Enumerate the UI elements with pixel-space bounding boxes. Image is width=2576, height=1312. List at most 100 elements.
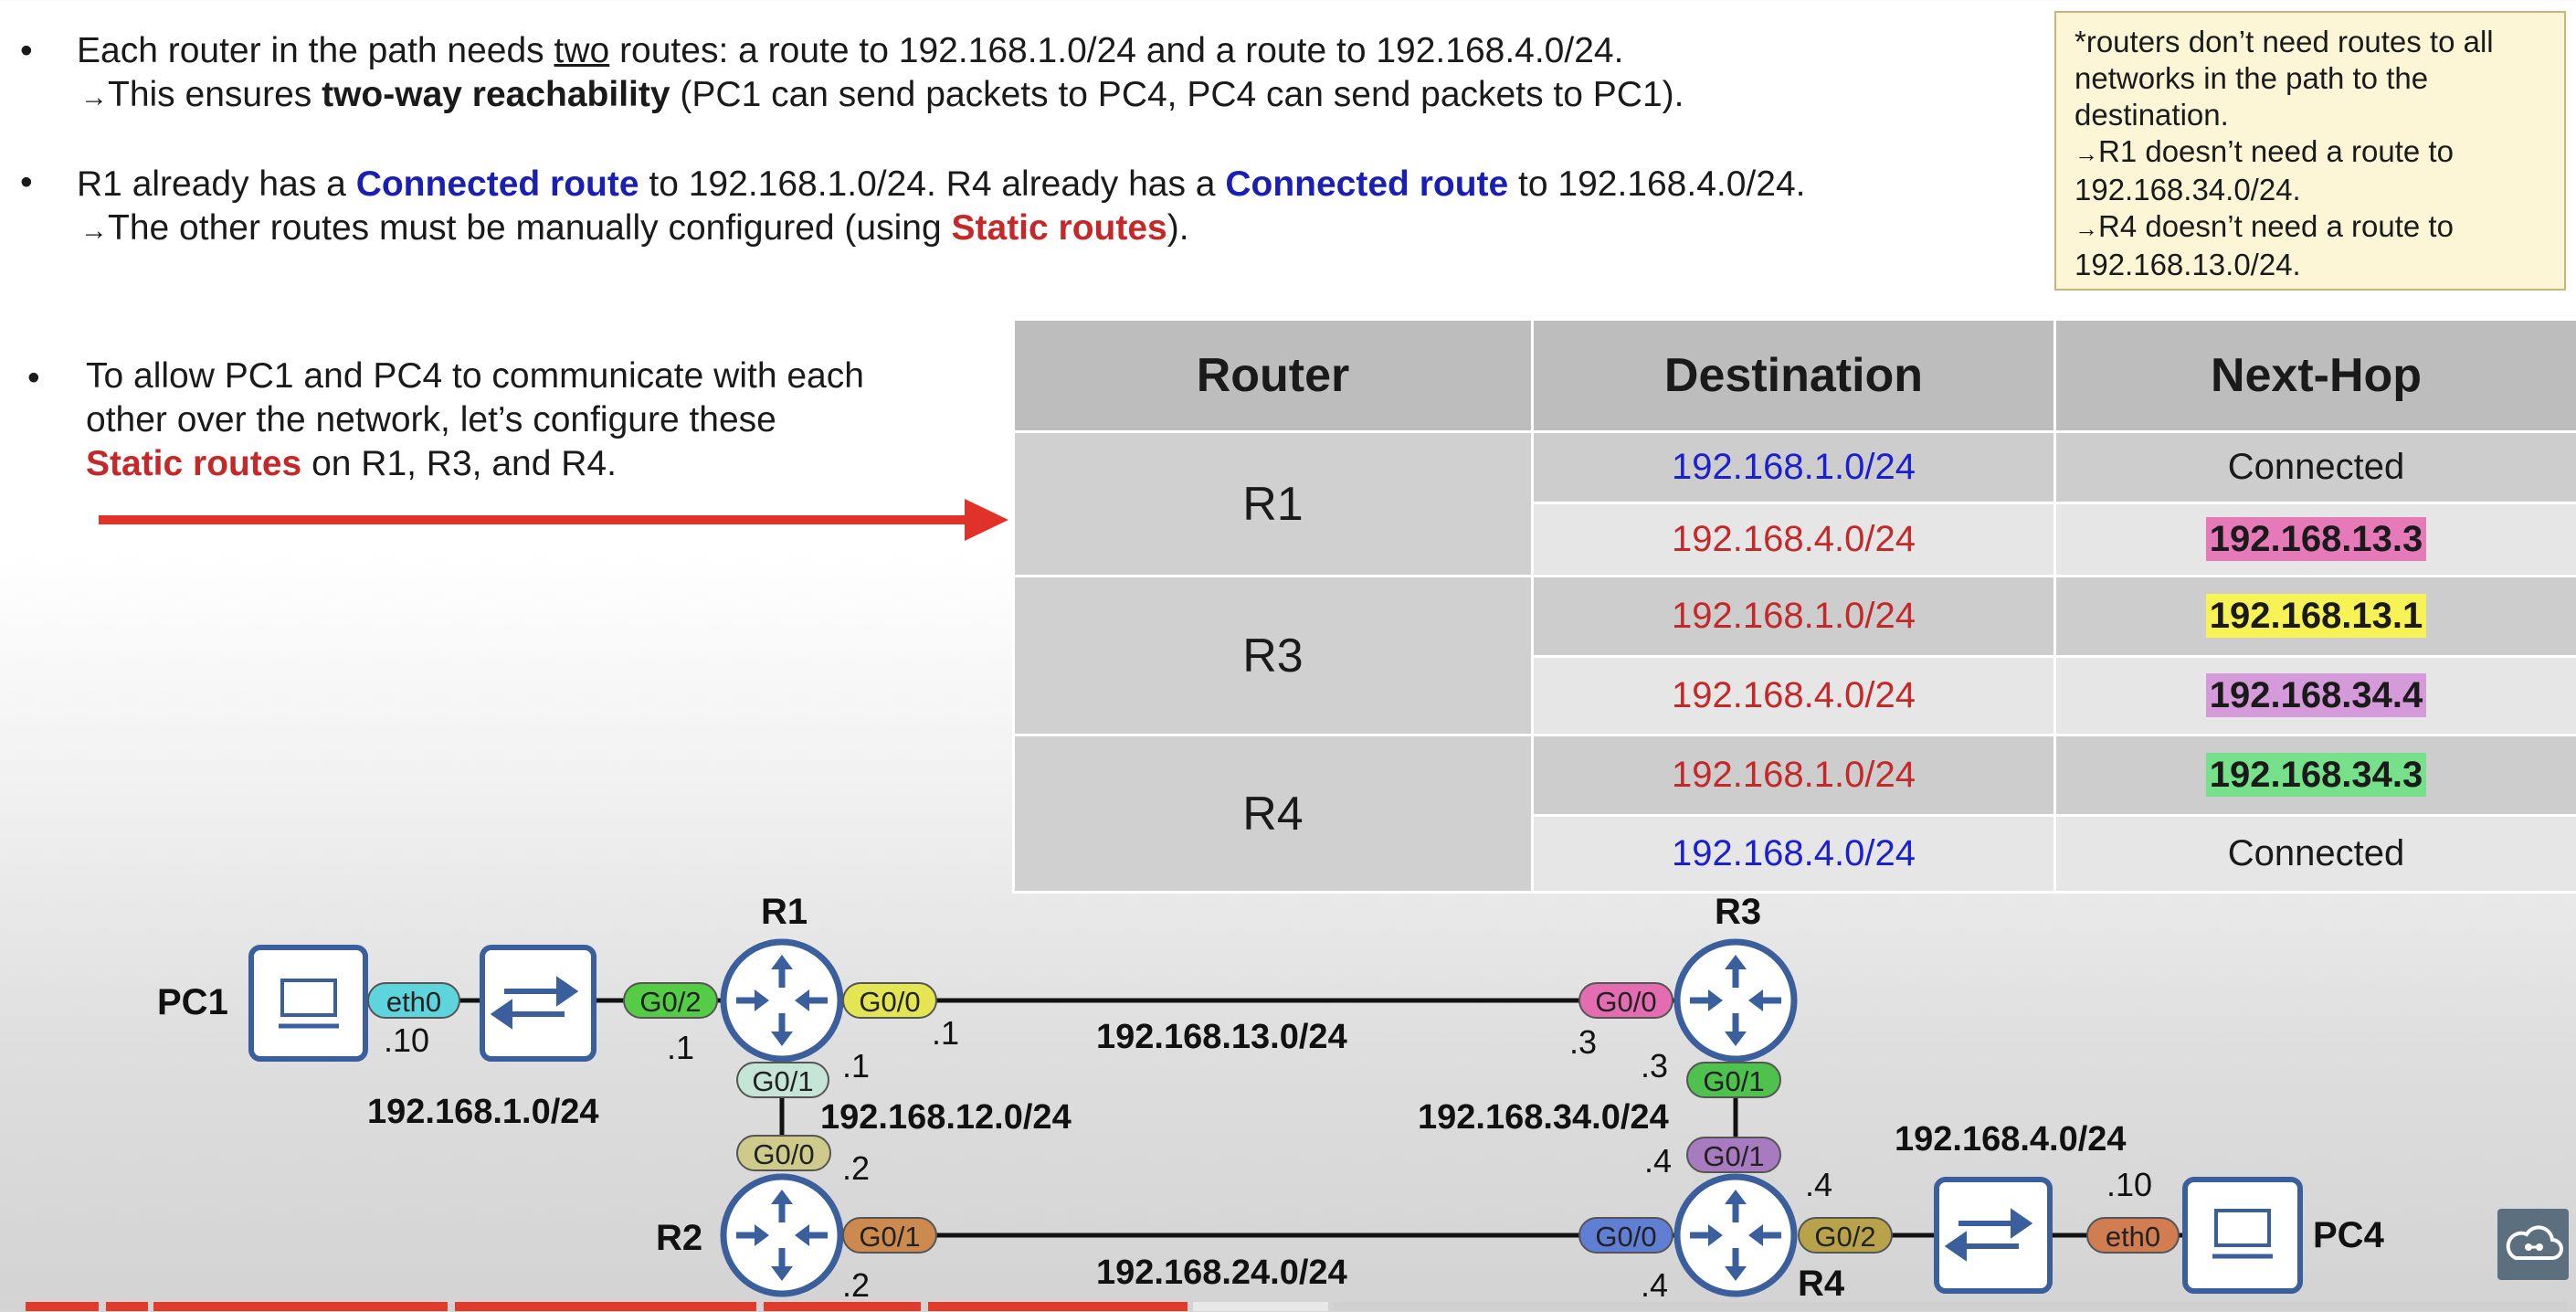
destination-cell: 192.168.1.0/24 [1531, 734, 2056, 817]
bullet-3-text: To allow PC1 and PC4 to communicate with… [86, 354, 864, 486]
bullet-3-line-3-rest: on R1, R3, and R4. [301, 444, 617, 483]
router-cell: R1 [1012, 430, 1534, 577]
r2-g01-ip: .2 [842, 1266, 871, 1304]
router-r3-icon[interactable] [1673, 938, 1798, 1063]
two-way-reachability: two-way reachability [322, 75, 670, 114]
switch-1-icon[interactable] [480, 945, 596, 1062]
bullet-1-c: routes: a route to 192.168.1.0/24 and a … [609, 31, 1624, 70]
pc4-label: PC4 [2313, 1215, 2384, 1255]
video-progress-segment[interactable] [455, 1302, 756, 1311]
connected-route-2: Connected route [1225, 164, 1509, 204]
router-r2-icon[interactable] [720, 1173, 844, 1297]
arrow-icon: → [80, 216, 108, 246]
video-progress-segment[interactable] [928, 1302, 1188, 1311]
r4-label: R4 [1798, 1264, 1845, 1304]
next-hop-value: 192.168.34.3 [2205, 753, 2427, 797]
video-progress-remaining[interactable] [1334, 1302, 2567, 1311]
note-line-4-text: R1 doesn’t need a route to [2098, 134, 2454, 168]
router-r4-icon[interactable] [1673, 1173, 1798, 1297]
bullet-1: • [20, 31, 33, 70]
video-progress-buffered[interactable] [1193, 1302, 1328, 1311]
bullet-2-e: to 192.168.4.0/24. [1508, 164, 1806, 204]
r1-g01-ip: .1 [842, 1047, 871, 1085]
router-r1-icon[interactable] [720, 938, 844, 1063]
pc1-eth0-pill: eth0 [367, 982, 460, 1019]
router-cell: R4 [1012, 734, 1534, 894]
video-progress-segment[interactable] [26, 1302, 99, 1311]
bullet-2-text: R1 already has a Connected route to 192.… [77, 163, 1805, 206]
static-routes-2: Static routes [86, 444, 302, 483]
arrow-icon: → [80, 82, 108, 112]
r3-g00-pill: G0/0 [1578, 982, 1673, 1019]
pc1-icon[interactable] [248, 945, 368, 1062]
r4-g01-ip: .4 [1644, 1142, 1673, 1180]
bullet-3-line-1: To allow PC1 and PC4 to communicate with… [86, 356, 864, 396]
cloud-logo-icon[interactable] [2497, 1209, 2569, 1280]
r1-g00-pill: G0/0 [842, 982, 937, 1019]
r2-label: R2 [656, 1218, 703, 1258]
pc4-icon[interactable] [2182, 1177, 2303, 1294]
network-192-168-13-0: 192.168.13.0/24 [1096, 1018, 1347, 1056]
next-hop-value: 192.168.34.4 [2205, 673, 2427, 717]
bullet-1-sub: →This ensures two-way reachability (PC1 … [80, 73, 1684, 120]
r3-g01-pill: G0/1 [1686, 1062, 1781, 1098]
next-hop-cell: 192.168.34.4 [2053, 655, 2576, 736]
note-line-7: 192.168.13.0/24. [2075, 248, 2301, 281]
r1-g01-pill: G0/1 [736, 1062, 829, 1098]
next-hop-value: 192.168.13.1 [2205, 594, 2427, 638]
video-progress-segment[interactable] [153, 1302, 448, 1311]
arrow-icon: → [2075, 215, 2098, 242]
arrow-icon: → [2075, 140, 2098, 167]
switch-4-icon[interactable] [1934, 1177, 2053, 1294]
bullet-2-sub-c: ). [1167, 208, 1189, 248]
r3-label: R3 [1715, 892, 1762, 932]
r4-g00-pill: G0/0 [1578, 1217, 1673, 1254]
bullet-2-sub-a: The other routes must be manually config… [108, 208, 952, 248]
note-line-5: 192.168.34.0/24. [2075, 173, 2301, 206]
static-routes-1: Static routes [951, 208, 1167, 248]
note-line-6: →R4 doesn’t need a route to [2075, 208, 2546, 247]
header-destination: Destination [1531, 318, 2056, 433]
r2-g00-ip: .2 [842, 1149, 871, 1187]
video-progress-segment[interactable] [106, 1302, 148, 1311]
note-line-2: networks in the path to the [2075, 61, 2429, 95]
pc4-eth0-pill: eth0 [2086, 1217, 2180, 1254]
next-hop-cell: 192.168.13.3 [2053, 502, 2576, 577]
next-hop-value: 192.168.13.3 [2205, 517, 2427, 561]
network-192-168-34-0: 192.168.34.0/24 [1418, 1098, 1669, 1137]
network-192-168-24-0: 192.168.24.0/24 [1096, 1254, 1347, 1292]
network-192-168-1-0: 192.168.1.0/24 [367, 1093, 599, 1131]
header-next-hop: Next-Hop [2053, 318, 2576, 433]
bullet-2-c: to 192.168.1.0/24. R4 already has a [639, 164, 1226, 204]
bullet-2-sub: →The other routes must be manually confi… [80, 206, 1189, 253]
next-hop-cell: Connected [2053, 814, 2576, 894]
network-diagram [248, 938, 2303, 1297]
header-router: Router [1012, 318, 1534, 433]
bullet-1-sub-c: (PC1 can send packets to PC4, PC4 can se… [670, 75, 1684, 114]
destination-cell: 192.168.4.0/24 [1531, 655, 2056, 736]
r4-g00-ip: .4 [1641, 1266, 1669, 1304]
note-line-3: destination. [2075, 98, 2229, 132]
next-hop-cell: 192.168.13.1 [2053, 575, 2576, 658]
r1-g02-pill: G0/2 [623, 982, 718, 1019]
footnote-box: *routers don’t need routes to all networ… [2054, 11, 2566, 291]
table-row: 192.168.4.0/24 192.168.34.4 [1014, 655, 2576, 736]
destination-cell: 192.168.4.0/24 [1531, 814, 2056, 894]
bullet-1-text: Each router in the path needs two routes… [77, 29, 1623, 73]
r4-g01-pill: G0/1 [1686, 1137, 1781, 1173]
note-line-4: →R1 doesn’t need a route to [2075, 133, 2546, 172]
video-progress-segment[interactable] [764, 1302, 921, 1311]
note-line-6-text: R4 doesn’t need a route to [2098, 209, 2454, 243]
r3-g00-ip: .3 [1569, 1023, 1598, 1061]
pc4-ip: .10 [2106, 1166, 2153, 1203]
next-hop-cell: 192.168.34.3 [2053, 734, 2576, 817]
r1-g02-ip: .1 [667, 1029, 695, 1066]
network-192-168-12-0: 192.168.12.0/24 [820, 1098, 1072, 1137]
r2-g00-pill: G0/0 [736, 1135, 831, 1171]
red-arrow-icon [99, 499, 1008, 541]
bullet-3-line-3: Static routes on R1, R3, and R4. [86, 442, 864, 486]
